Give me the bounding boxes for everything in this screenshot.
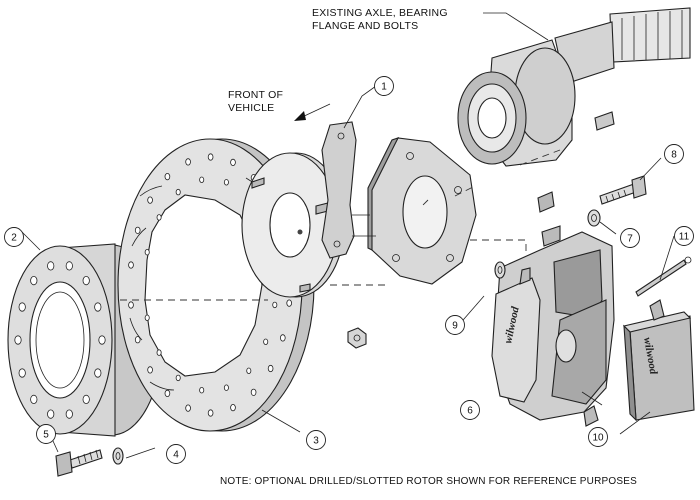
rotor-hole (267, 364, 274, 373)
rotor-hole (175, 188, 181, 196)
svg-text:5: 5 (43, 430, 49, 441)
svg-text:2: 2 (11, 233, 17, 244)
rotor-hole (164, 173, 171, 181)
rotor-hole (286, 299, 293, 307)
front-label-line1: FRONT OF (228, 89, 283, 101)
callout-2: 2 (4, 227, 24, 247)
rotor-hole (185, 404, 191, 412)
rotor-hole (279, 334, 286, 342)
rotor-hole (223, 179, 229, 186)
svg-text:8: 8 (671, 150, 677, 161)
rotor-hole (207, 409, 214, 417)
rotor-hole (199, 387, 205, 394)
leader-lines (21, 12, 675, 459)
rotor-hole (128, 261, 134, 269)
bolt-8 (599, 175, 647, 205)
rotor-hole (164, 389, 171, 397)
svg-text:7: 7 (627, 234, 633, 245)
rotor-hole (207, 153, 214, 161)
axle-label-line2: FLANGE AND BOLTS (312, 20, 418, 32)
caliper-mounting-bracket (321, 121, 357, 259)
rotor-hole (272, 301, 278, 309)
rotor-hole (147, 366, 153, 374)
callout-8: 8 (664, 144, 684, 164)
rotor-hole (199, 176, 205, 183)
rotor-hole (156, 349, 162, 356)
drum-hole (18, 302, 26, 312)
svg-text:11: 11 (679, 232, 690, 243)
callout-7: 7 (620, 228, 640, 248)
rotor-hole (134, 336, 141, 344)
drum-hole (14, 335, 22, 345)
drum-hole (47, 409, 55, 419)
drum-hole (47, 261, 55, 271)
cotter-pin-11 (635, 256, 692, 297)
callout-6: 6 (460, 400, 480, 420)
rotor-hole (128, 301, 134, 309)
axle-label-line1: EXISTING AXLE, BEARING (312, 7, 448, 19)
svg-text:4: 4 (173, 450, 179, 461)
front-arrow (294, 103, 331, 121)
washer-7 (587, 209, 601, 227)
rotor-hole (175, 374, 181, 382)
drum-hole (30, 394, 38, 404)
callout-1: 1 (374, 76, 394, 96)
front-label-line2: VEHICLE (228, 102, 274, 114)
drum-hole (98, 335, 106, 345)
svg-text:1: 1 (381, 82, 387, 93)
shim-9 (494, 261, 506, 279)
callout-9: 9 (445, 315, 465, 335)
axle-adapter-plate (367, 137, 477, 285)
svg-text:9: 9 (452, 321, 458, 332)
callout-5: 5 (36, 424, 56, 444)
drum-hole (30, 275, 38, 286)
rotor-hole (230, 403, 236, 412)
drum-hole (94, 302, 102, 312)
drum-hole (65, 409, 73, 419)
brake-pad (622, 299, 695, 422)
rotor-hole (246, 367, 252, 374)
svg-text:10: 10 (592, 433, 604, 444)
drum-hole (82, 275, 90, 286)
drum-hole (94, 368, 102, 378)
callout-11: 11 (674, 226, 694, 246)
rotor-hole (250, 388, 257, 396)
washer-4 (112, 447, 124, 465)
existing-axle-flange (457, 7, 691, 213)
rotor-hole (223, 384, 229, 391)
svg-text:6: 6 (467, 406, 473, 417)
rotor-hole (156, 214, 162, 221)
drum-hole (65, 261, 73, 271)
rotor-hole (144, 314, 150, 321)
rotor-hole (134, 226, 141, 234)
drum-hole (18, 368, 26, 378)
callout-4: 4 (166, 444, 186, 464)
rotor-hat-plate (241, 152, 345, 298)
rotor-hole (147, 196, 153, 204)
rotor-hole (185, 158, 191, 166)
drum-hole (82, 394, 90, 404)
svg-text:3: 3 (313, 436, 319, 447)
rotor-hole (230, 158, 236, 166)
rotor-hole (144, 248, 150, 256)
callout-3: 3 (306, 430, 326, 450)
drum-bolt-holes (14, 261, 106, 419)
lug-nut (347, 327, 367, 349)
rotor-hole (263, 338, 269, 345)
four-piston-caliper (491, 225, 615, 427)
reference-note: NOTE: OPTIONAL DRILLED/SLOTTED ROTOR SHO… (220, 476, 637, 487)
bolt-5 (55, 449, 103, 477)
callout-10: 10 (588, 427, 608, 447)
